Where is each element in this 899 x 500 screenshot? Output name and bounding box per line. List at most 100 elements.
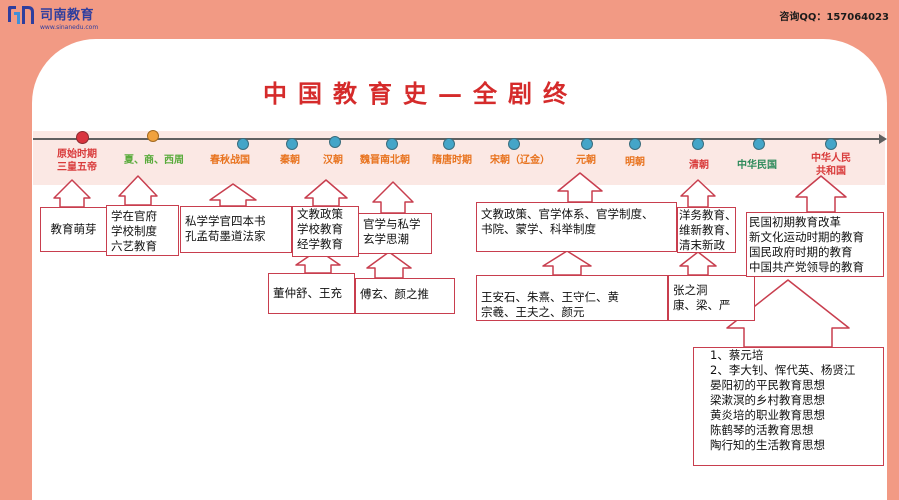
- arrow-roc: [795, 175, 847, 213]
- period-label-line: 明朝: [625, 157, 645, 168]
- period-label-line: 清朝: [689, 160, 709, 171]
- page-title: 中国教育史—全剧终: [263, 79, 578, 108]
- callout-line: 书院、蒙学、科举制度: [481, 222, 596, 236]
- callout-song-people: 王安石、朱熹、王守仁、黄宗羲、王夫之、颜元: [476, 275, 668, 321]
- timeline-arrow-icon: [879, 134, 887, 144]
- callout-line: 维新教育、: [679, 223, 736, 237]
- arrow-han-people: [295, 249, 341, 274]
- timeline-dot-ming: [629, 138, 641, 150]
- callout-line: 玄学思潮: [363, 232, 409, 246]
- period-label-line: 宋朝（辽金）: [490, 155, 550, 166]
- timeline-dot-song: [508, 138, 520, 150]
- timeline-dot-xia-shang: [147, 130, 159, 142]
- timeline-dot-spring-autumn: [237, 138, 249, 150]
- callout-wei-jin-people: 傅玄、颜之推: [355, 278, 455, 314]
- period-label-wei-jin: 魏晋南北朝: [360, 154, 410, 167]
- callout-spring-autumn: 私学学官四本书孔孟荀墨道法家: [180, 206, 292, 253]
- period-label-spring-autumn: 春秋战国: [210, 154, 250, 167]
- callout-line: 董仲舒、王充: [273, 286, 342, 300]
- callout-line: 民国初期教育改革: [749, 215, 841, 229]
- period-label-han: 汉朝: [323, 154, 343, 167]
- period-label-line: 夏、商、西周: [124, 155, 184, 166]
- callout-line: 学校制度: [111, 224, 157, 238]
- callout-line: 宗羲、王夫之、颜元: [481, 305, 585, 319]
- period-label-primitive: 原始时期三皇五帝: [57, 148, 97, 174]
- callout-line: 孔孟荀墨道法家: [185, 229, 266, 243]
- arrow-song-yuan: [557, 172, 603, 203]
- period-label-line: 原始时期: [57, 149, 97, 160]
- timeline-dot-yuan: [581, 138, 593, 150]
- period-label-roc: 中华民国: [737, 159, 777, 172]
- period-label-xia-shang: 夏、商、西周: [124, 154, 184, 167]
- callout-line: 陶行知的生活教育思想: [710, 438, 825, 452]
- callout-line: 洋务教育、: [679, 208, 736, 222]
- period-label-prc: 中华人民共和国: [811, 152, 851, 178]
- callout-line: 文教政策、官学体系、官学制度、: [481, 207, 654, 221]
- arrow-qing: [680, 179, 716, 208]
- brand: 司南教育 www.sinanedu.com: [6, 4, 98, 31]
- callout-line: 黄炎培的职业教育思想: [710, 408, 825, 422]
- brand-name: 司南教育: [40, 8, 95, 23]
- callout-line: 晏阳初的平民教育思想: [710, 378, 825, 392]
- period-label-line: 共和国: [816, 166, 846, 177]
- callout-han: 文教政策学校教育经学教育: [292, 206, 359, 257]
- callout-line: 新文化运动时期的教育: [749, 230, 864, 244]
- timeline-dot-prc: [825, 138, 837, 150]
- timeline-axis: [33, 138, 882, 140]
- period-label-line: 中华人民: [811, 153, 851, 164]
- period-label-line: 中华民国: [737, 160, 777, 171]
- callout-line: 教育萌芽: [50, 222, 97, 236]
- callout-primitive: 教育萌芽: [40, 207, 107, 252]
- callout-line: 康、梁、严: [673, 298, 731, 312]
- timeline-dot-roc: [753, 138, 765, 150]
- callout-line: 中国共产党领导的教育: [749, 260, 864, 274]
- callout-roc: 民国初期教育改革新文化运动时期的教育国民政府时期的教育中国共产党领导的教育: [746, 212, 884, 277]
- callout-line: 学在官府: [111, 209, 157, 223]
- callout-line: 官学与私学: [363, 217, 421, 231]
- callout-song-yuan: 文教政策、官学体系、官学制度、书院、蒙学、科举制度: [476, 202, 677, 252]
- timeline-dot-wei-jin: [386, 138, 398, 150]
- period-label-yuan: 元朝: [576, 154, 596, 167]
- arrow-spring-autumn: [209, 183, 257, 207]
- period-label-line: 春秋战国: [210, 155, 250, 166]
- arrow-han: [304, 179, 348, 207]
- callout-line: 六艺教育: [111, 239, 157, 253]
- contact-qq: 咨询QQ：157064023: [779, 12, 889, 23]
- callout-han-people: 董仲舒、王充: [268, 273, 355, 314]
- timeline-dot-han: [329, 136, 341, 148]
- callout-line: 2、李大钊、恽代英、杨贤江: [710, 363, 856, 377]
- callout-line: 文教政策: [297, 207, 343, 221]
- arrow-primitive: [53, 179, 91, 208]
- arrow-song-people: [542, 250, 592, 276]
- period-label-sui-tang: 隋唐时期: [432, 154, 472, 167]
- callout-line: 1、蔡元培: [710, 348, 764, 362]
- period-label-line: 三皇五帝: [57, 162, 97, 173]
- timeline-dot-qin: [286, 138, 298, 150]
- timeline-dot-sui-tang: [443, 138, 455, 150]
- sinan-logo-icon: [8, 6, 34, 24]
- period-label-line: 元朝: [576, 155, 596, 166]
- callout-line: 学校教育: [297, 222, 343, 236]
- period-label-line: 魏晋南北朝: [360, 155, 410, 166]
- callout-line: 清末新政: [679, 238, 725, 252]
- brand-url: www.sinanedu.com: [40, 24, 99, 31]
- period-label-qin: 秦朝: [280, 154, 300, 167]
- arrow-xia-shang: [118, 175, 158, 206]
- callout-line: 张之洞: [673, 283, 708, 297]
- callout-qing-people: 张之洞康、梁、严: [668, 275, 755, 321]
- callout-line: 王安石、朱熹、王守仁、黄: [481, 290, 619, 304]
- callout-qing: 洋务教育、维新教育、清末新政: [677, 207, 736, 253]
- period-label-line: 隋唐时期: [432, 155, 472, 166]
- arrow-roc-people: [726, 279, 850, 348]
- callout-line: 经学教育: [297, 237, 343, 251]
- period-label-ming: 明朝: [625, 156, 645, 169]
- callout-line: 梁漱溟的乡村教育思想: [710, 393, 825, 407]
- callout-xia-shang: 学在官府学校制度六艺教育: [106, 205, 179, 256]
- timeline-band: [33, 131, 887, 185]
- callout-line: 陈鹤琴的活教育思想: [710, 423, 814, 437]
- timeline-dot-qing: [692, 138, 704, 150]
- period-label-line: 秦朝: [280, 155, 300, 166]
- period-label-line: 汉朝: [323, 155, 343, 166]
